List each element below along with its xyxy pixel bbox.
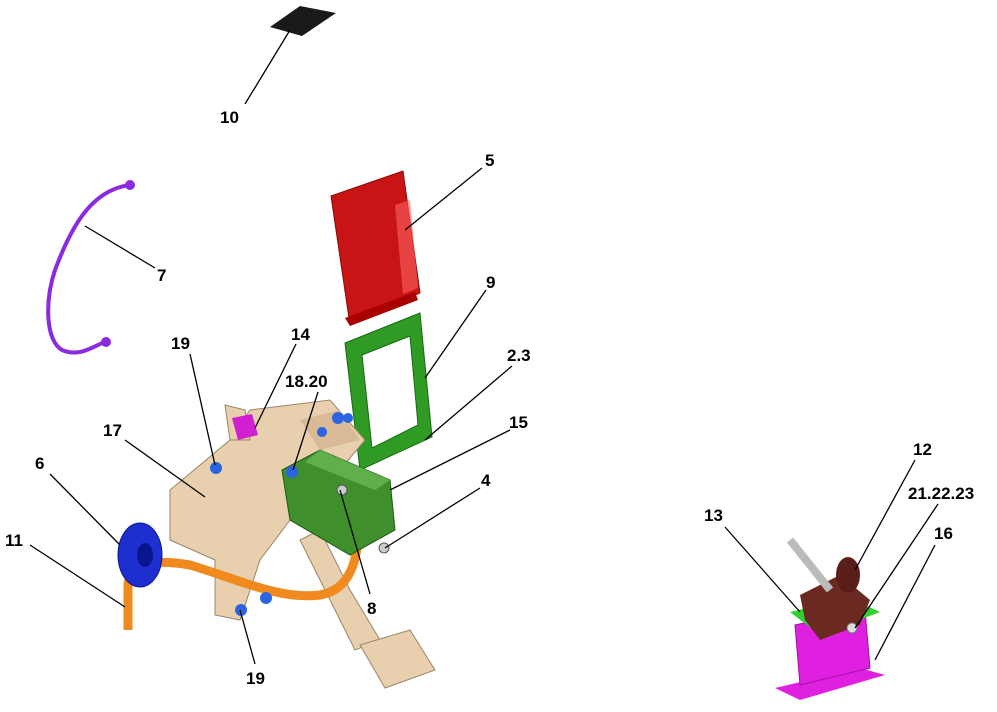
label-15: 15 [509,413,528,432]
label-2-3: 2.3 [507,346,531,365]
label-19-bottom: 19 [246,669,265,688]
label-14: 14 [291,325,310,344]
part-7-cable [46,180,135,355]
part-15-valve [281,449,396,556]
label-13: 13 [704,506,723,525]
label-18-20: 18.20 [285,372,328,391]
part-10-plate [270,6,336,36]
bolts [210,412,353,616]
part-21-22-23-nut [846,622,858,634]
label-4: 4 [481,471,491,490]
label-6: 6 [35,454,44,473]
label-16: 16 [934,524,953,543]
label-21-22-23: 21.22.23 [908,484,974,503]
part-9-gasket [344,312,433,471]
part-4-fitting [378,542,390,554]
label-19-top: 19 [171,334,190,353]
part-5-cover [330,170,421,326]
label-9: 9 [486,273,495,292]
label-11: 11 [5,531,23,550]
label-7: 7 [157,266,166,285]
label-17: 17 [103,421,122,440]
leader-lines [29,29,939,665]
label-5: 5 [485,151,494,170]
label-10: 10 [220,108,239,127]
part-14-clip [232,414,258,440]
label-8: 8 [367,599,376,618]
label-12: 12 [913,440,932,459]
